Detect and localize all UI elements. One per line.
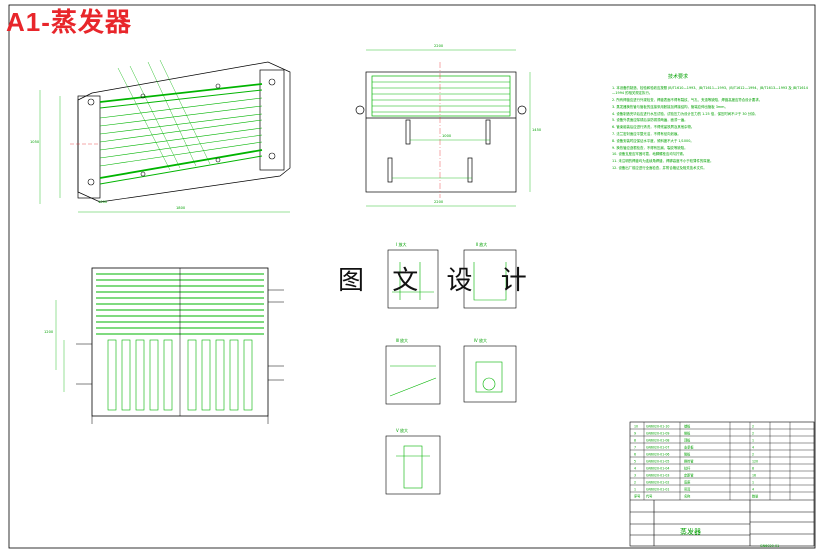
parts-table-cell: 8 <box>752 467 754 471</box>
parts-table-cell: 4 <box>752 488 754 492</box>
dim-front-width: 1800 <box>176 206 186 210</box>
parts-table-cell: 1 <box>752 439 754 443</box>
tech-requirements-list: 1. 本设备的制造、检验和验收应按照 JB/T1610—1993、JB/T161… <box>612 86 808 173</box>
dim-side-inner: 1000 <box>442 134 452 138</box>
parts-table-cell: 7 <box>634 446 636 450</box>
parts-table-cell: 换热管 <box>684 459 694 464</box>
parts-table-cell: 4 <box>752 446 754 450</box>
parts-table-cell: 120 <box>752 460 758 464</box>
dim-side-bottom: 2200 <box>434 200 444 204</box>
detail-label-1: Ⅰ 放大 <box>396 242 407 247</box>
parts-table-cell: 顶板 <box>684 438 691 443</box>
title-block <box>629 421 815 547</box>
page-title: A1-蒸发器 <box>6 7 132 37</box>
dim-front-height: 1050 <box>30 140 40 144</box>
parts-table-cell: 1 <box>634 488 636 492</box>
tech-note: 2. 所有焊缝应进行外观检查，焊缝表面不得有裂纹、气孔、夹渣等缺陷，焊缝高度应符… <box>612 98 763 102</box>
tech-note: 3. 蒸发器换热管与管板的连接采用胀接加焊接结构，管端应伸出管板 3mm。 <box>612 104 728 109</box>
dim-side-height: 1450 <box>532 128 542 132</box>
drawing-name: 蒸发器 <box>680 528 701 536</box>
parts-table-cell: 8 <box>634 439 636 443</box>
tech-note: 11. 未注明的焊缝均为连续角焊缝，焊脚高度不小于较薄件的厚度。 <box>612 159 714 164</box>
tech-note: 7. 法兰密封面应平整光洁，不得有径向划痕。 <box>612 131 681 136</box>
parts-table-cell: 支承板 <box>684 445 694 450</box>
parts-table-cell: GN6020-01-05 <box>646 460 669 464</box>
dim-front-base: 1000 <box>98 200 108 204</box>
tech-note: 9. 换热管应逐根检查，不得有压扁、裂纹等缺陷。 <box>612 145 688 150</box>
parts-table-cell: 2 <box>752 453 754 457</box>
parts-table-cell: 定距管 <box>684 473 694 478</box>
tech-note: 6. 管束组装后应进行清洗，不得残留铁屑及其他杂物。 <box>612 125 695 130</box>
parts-table-cell: 16 <box>752 474 756 478</box>
tech-note: 1. 本设备的制造、检验和验收应按照 JB/T1610—1993、JB/T161… <box>612 86 808 96</box>
parts-table-cell: GN6020-01-07 <box>646 446 669 450</box>
parts-table-cell: GN6020-01-04 <box>646 467 669 471</box>
parts-table-header: 序号 <box>634 494 640 499</box>
parts-table-cell: 拉杆 <box>684 466 691 471</box>
detail-views <box>385 249 517 495</box>
tech-note: 4. 设备制造完毕后应进行水压试验，试验压力为设计压力的 1.25 倍，保压时间… <box>612 111 758 116</box>
parts-table-cell: 吊耳 <box>684 488 691 492</box>
dim-side-width: 2200 <box>434 44 444 48</box>
parts-table-cell: GN6020-01-06 <box>646 453 669 457</box>
tech-requirements-title: 技术要求 <box>668 74 689 80</box>
parts-table-cell: 端板 <box>684 424 691 429</box>
parts-table-cell: 10 <box>634 425 638 429</box>
detail-label-5: Ⅴ 放大 <box>396 428 409 433</box>
parts-table-cell: 5 <box>634 460 636 464</box>
parts-table-cell: 1 <box>752 481 754 485</box>
parts-table-cell: 2 <box>752 432 754 436</box>
side-view <box>355 49 531 207</box>
tech-note: 10. 设备支座应牢固可靠，地脚螺栓应均匀拧紧。 <box>612 152 687 157</box>
parts-table-cell: GN6020-01-02 <box>646 481 669 485</box>
plan-view <box>55 267 284 424</box>
parts-table-header: 名称 <box>684 494 691 499</box>
parts-table-cell: 6 <box>634 453 636 457</box>
parts-table-cell: 3 <box>634 474 636 478</box>
parts-table-cell: 4 <box>634 467 636 471</box>
parts-table-cell: 底座 <box>684 480 691 485</box>
detail-label-2: Ⅱ 放大 <box>476 242 488 247</box>
detail-label-3: Ⅲ 放大 <box>396 338 409 343</box>
parts-table-header: 代号 <box>646 494 652 499</box>
parts-table-cell: 2 <box>634 481 636 485</box>
sheet-border <box>8 4 816 549</box>
detail-label-4: Ⅳ 放大 <box>474 338 487 343</box>
parts-table-header: 数量 <box>752 494 759 499</box>
parts-table-cell: GN6020-01-08 <box>646 439 669 443</box>
parts-table-cell: 侧板 <box>684 431 691 436</box>
dim-plan-height: 1200 <box>44 330 54 334</box>
drawing-number: GN6020-01 <box>760 544 780 548</box>
tech-note: 5. 设备外表面应除锈后涂防锈漆两遍，面漆一遍。 <box>612 118 688 123</box>
parts-table-cell: GN6020-01-10 <box>646 425 669 429</box>
tech-note: 12. 设备出厂前应进行全面检查，并附合格证及相关技术文件。 <box>612 165 707 170</box>
parts-table-cell: GN6020-01-03 <box>646 474 669 478</box>
watermark-text: 图 文 设 计 <box>338 266 537 296</box>
parts-table-cell: GN6020-01-01 <box>646 488 669 492</box>
parts-table-cell: 2 <box>752 425 754 429</box>
tech-note: 8. 设备安装时应保证水平度，倾斜度不大于 1/1000。 <box>612 138 694 143</box>
parts-table-cell: 管板 <box>684 452 691 457</box>
parts-table-cell: GN6020-01-09 <box>646 432 669 436</box>
front-view <box>39 59 291 213</box>
parts-table-cell: 9 <box>634 432 636 436</box>
